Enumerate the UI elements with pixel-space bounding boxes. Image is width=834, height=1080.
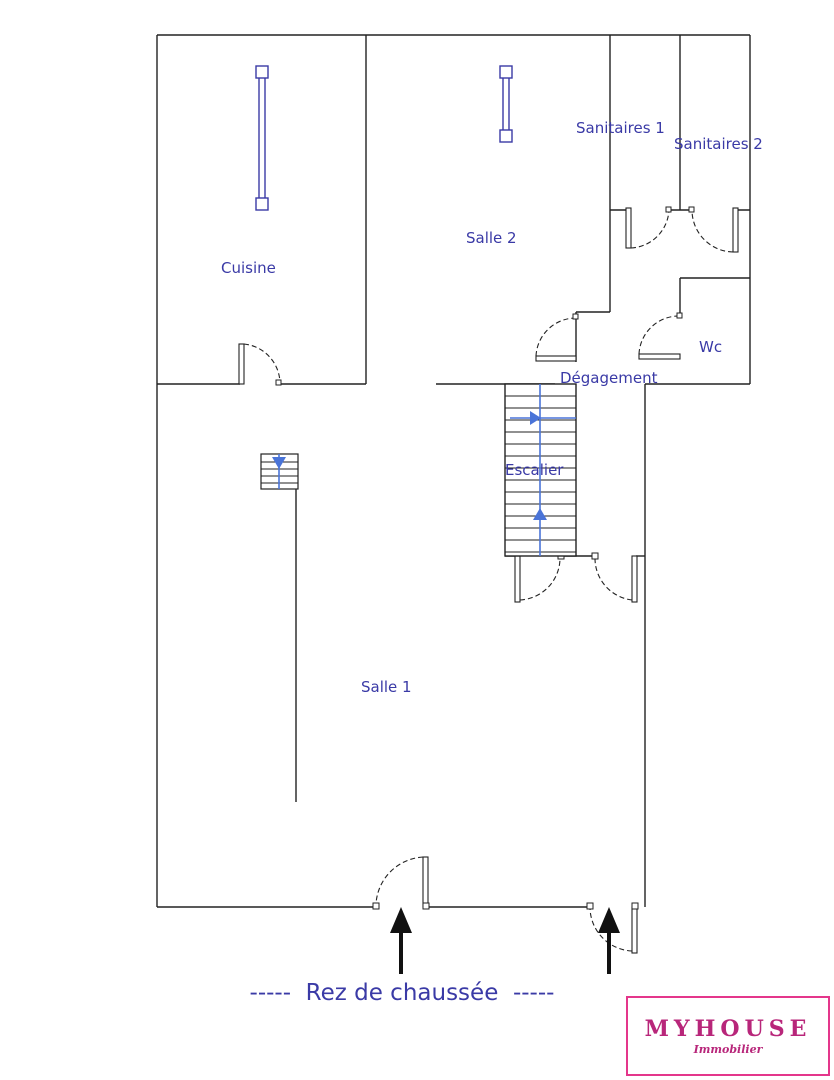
doors — [238, 206, 739, 954]
room-label-degagement: Dégagement — [560, 369, 658, 387]
door-wc — [638, 312, 683, 360]
door-entrance-1 — [372, 856, 430, 910]
door-stair-left — [514, 552, 565, 603]
room-label-escalier: Escalier — [505, 461, 564, 479]
logo-subtitle: Immobilier — [693, 1043, 763, 1056]
entrance-arrow-1 — [390, 907, 412, 974]
entrance-arrow-2 — [598, 907, 620, 974]
room-label-salle1: Salle 1 — [361, 678, 412, 696]
light-fixture-cuisine — [255, 65, 269, 211]
staircase — [504, 383, 577, 557]
room-label-cuisine: Cuisine — [221, 259, 276, 277]
door-salle2 — [535, 313, 579, 362]
door-entrance-2 — [586, 902, 639, 954]
room-label-salle2: Salle 2 — [466, 229, 517, 247]
door-stair-right — [591, 552, 638, 603]
logo-brand: MYHOUSE — [644, 1016, 812, 1042]
floor-title: ----- Rez de chaussée ----- — [250, 980, 555, 1006]
walls — [156, 34, 751, 908]
door-sanitaires1 — [625, 206, 672, 249]
room-label-sanitaires1: Sanitaires 1 — [576, 119, 665, 137]
door-cuisine — [238, 343, 282, 386]
light-fixture-salle2 — [499, 65, 513, 143]
agency-logo: MYHOUSE Immobilier — [626, 996, 830, 1076]
small-stair-symbol — [260, 453, 299, 490]
room-label-wc: Wc — [699, 338, 722, 356]
door-sanitaires2 — [688, 206, 739, 253]
room-label-sanitaires2: Sanitaires 2 — [674, 135, 763, 153]
